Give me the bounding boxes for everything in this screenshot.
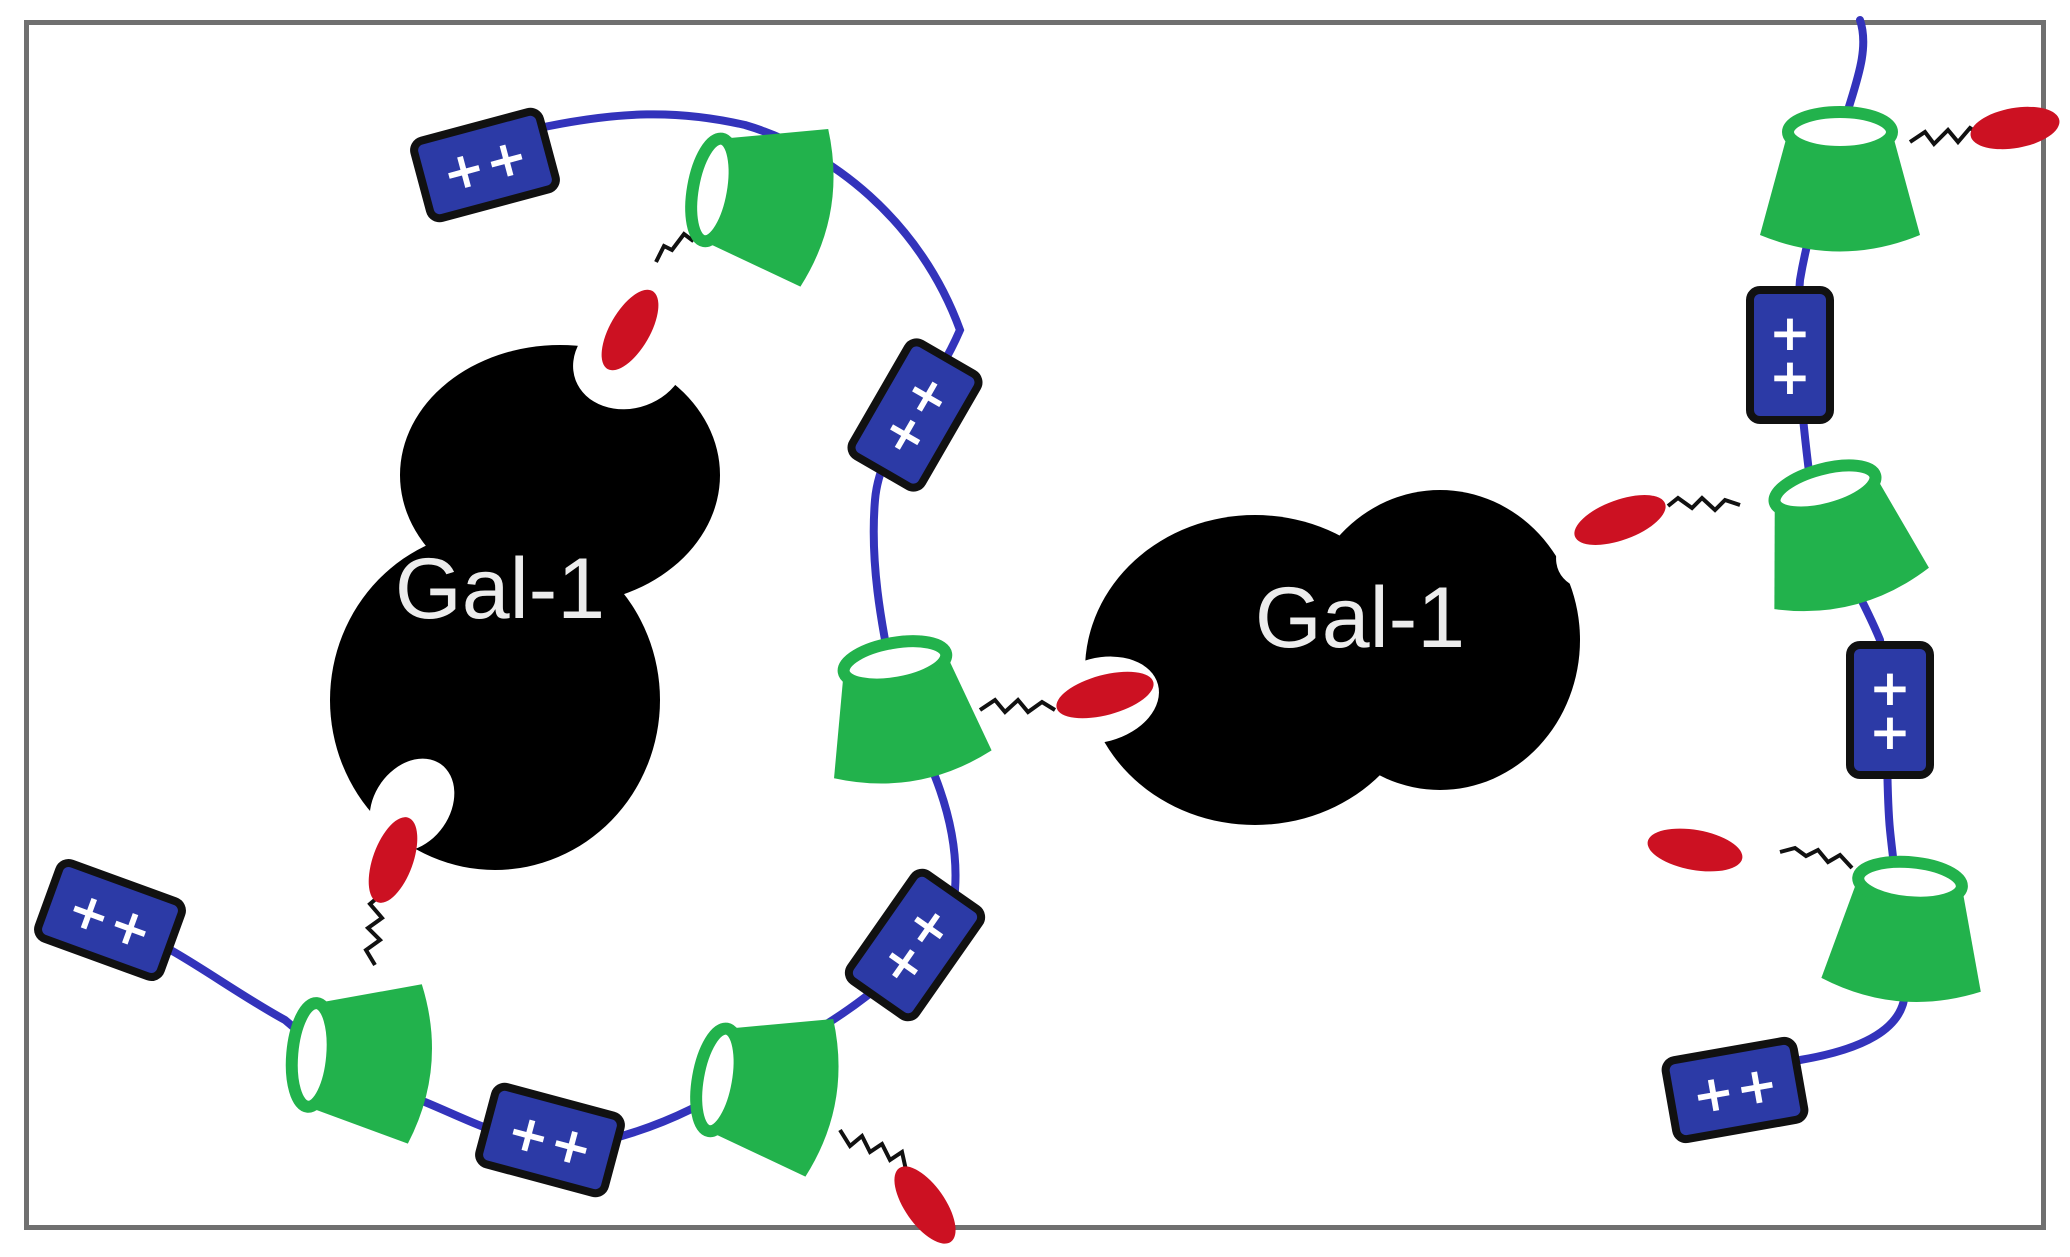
ring-3: [285, 974, 438, 1146]
plus-sign: +: [1869, 703, 1911, 761]
ring-6: [1743, 449, 1934, 625]
ring-5: [1760, 112, 1920, 252]
ligand-3: [368, 817, 418, 903]
ligand-7: [1647, 828, 1743, 872]
ligand-5: [1970, 106, 2060, 150]
charged-units: + + + + + + + + + + + + +: [35, 110, 1930, 1196]
charge-box-4: + +: [845, 869, 985, 1021]
galectin-dimer-left: Gal-1: [330, 310, 720, 870]
charge-box-7: + +: [1850, 645, 1930, 775]
charge-box-3: + +: [35, 860, 185, 980]
charge-box-2: + +: [848, 339, 982, 492]
ring-1: [679, 108, 844, 290]
ligands: [368, 106, 2060, 1244]
charge-box-8: + +: [1664, 1039, 1806, 1140]
ligand-4: [894, 1166, 956, 1244]
plus-sign: +: [1769, 348, 1811, 406]
gal1-label-left: Gal-1: [395, 541, 605, 637]
charge-box-1: + +: [412, 110, 558, 221]
plus-sign: +: [1769, 304, 1811, 362]
ligand-6: [1574, 495, 1666, 545]
ring-4: [684, 998, 849, 1180]
plus-sign: +: [1688, 1062, 1739, 1126]
plus-sign: +: [1731, 1054, 1782, 1118]
charge-box-6: + +: [1750, 290, 1830, 420]
charge-box-5: + +: [477, 1085, 623, 1196]
ring-2: [813, 629, 995, 794]
gal1-label-right: Gal-1: [1255, 570, 1465, 666]
ring-7: [1820, 855, 1992, 1008]
ligand-1: [601, 289, 659, 371]
ligand-2: [1056, 671, 1154, 719]
plus-sign: +: [1869, 659, 1911, 717]
galectin-dimer-right: Gal-1: [1041, 490, 1674, 825]
